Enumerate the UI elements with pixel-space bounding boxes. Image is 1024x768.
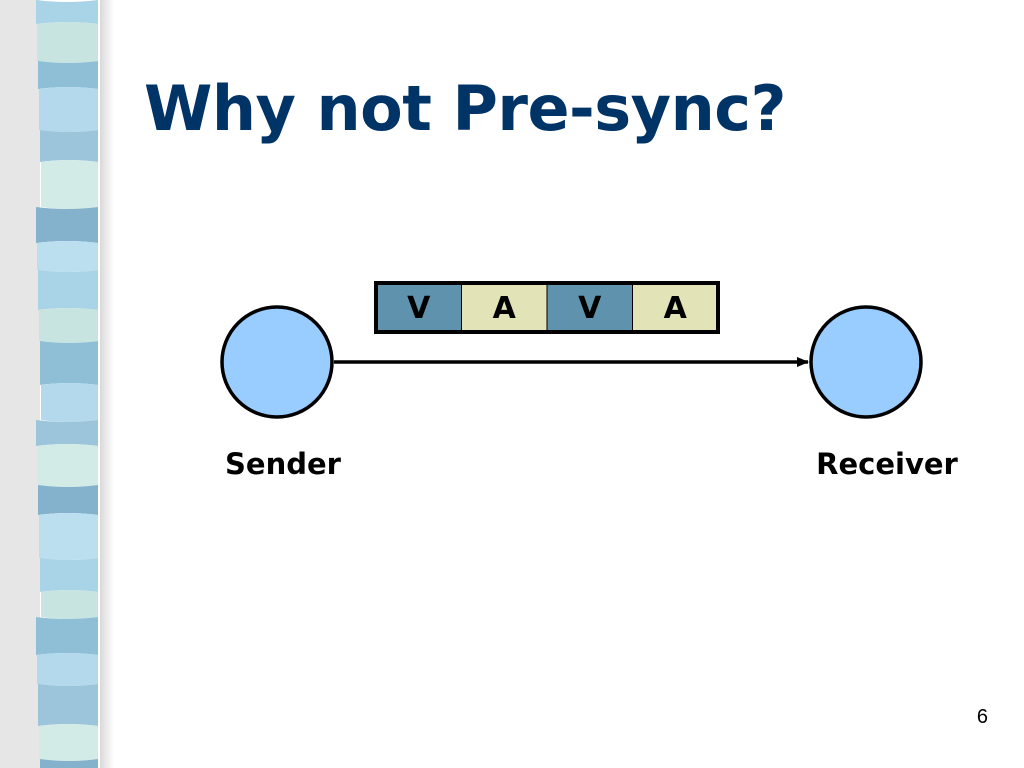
sender-node: [220, 305, 334, 419]
strip-band: [39, 87, 98, 132]
strip-band: [38, 684, 98, 726]
decorative-side-strip: [0, 0, 120, 768]
sender-label: Sender: [225, 447, 342, 481]
strip-band: [36, 207, 98, 243]
strip-band: [40, 130, 98, 162]
strip-band: [41, 160, 98, 209]
strip-band: [36, 0, 98, 24]
strip-band: [38, 485, 98, 515]
receiver-label: Receiver: [816, 447, 958, 481]
strip-band: [40, 341, 98, 385]
strip-band: [41, 590, 98, 619]
strip-band: [37, 241, 98, 272]
packet-strip-frame: [374, 281, 720, 334]
strip-band: [37, 444, 98, 487]
strip-band: [36, 420, 98, 446]
strip-band: [36, 617, 98, 655]
strip-band: [39, 724, 98, 761]
slide-title: Why not Pre-sync?: [144, 72, 786, 145]
strip-band: [38, 270, 98, 310]
packet-label-audio: A: [664, 291, 688, 326]
packet-cell-video: [546, 282, 633, 333]
packet-cell-audio: [461, 282, 548, 333]
strip-band: [37, 653, 98, 686]
packet-label-video: V: [407, 291, 431, 326]
receiver-node: [809, 305, 923, 419]
strip-band: [40, 558, 98, 592]
strip-band: [39, 308, 98, 343]
strip-band: [39, 513, 98, 560]
packet-cell-audio: [632, 282, 719, 333]
packet-label-video: V: [578, 291, 602, 326]
packet-cell-video: [375, 282, 462, 333]
page-number: 6: [976, 706, 988, 728]
strip-band: [38, 61, 98, 89]
packet-label-audio: A: [493, 291, 517, 326]
strip-band: [37, 22, 98, 63]
strip-band: [40, 759, 98, 768]
strip-band: [41, 383, 98, 422]
